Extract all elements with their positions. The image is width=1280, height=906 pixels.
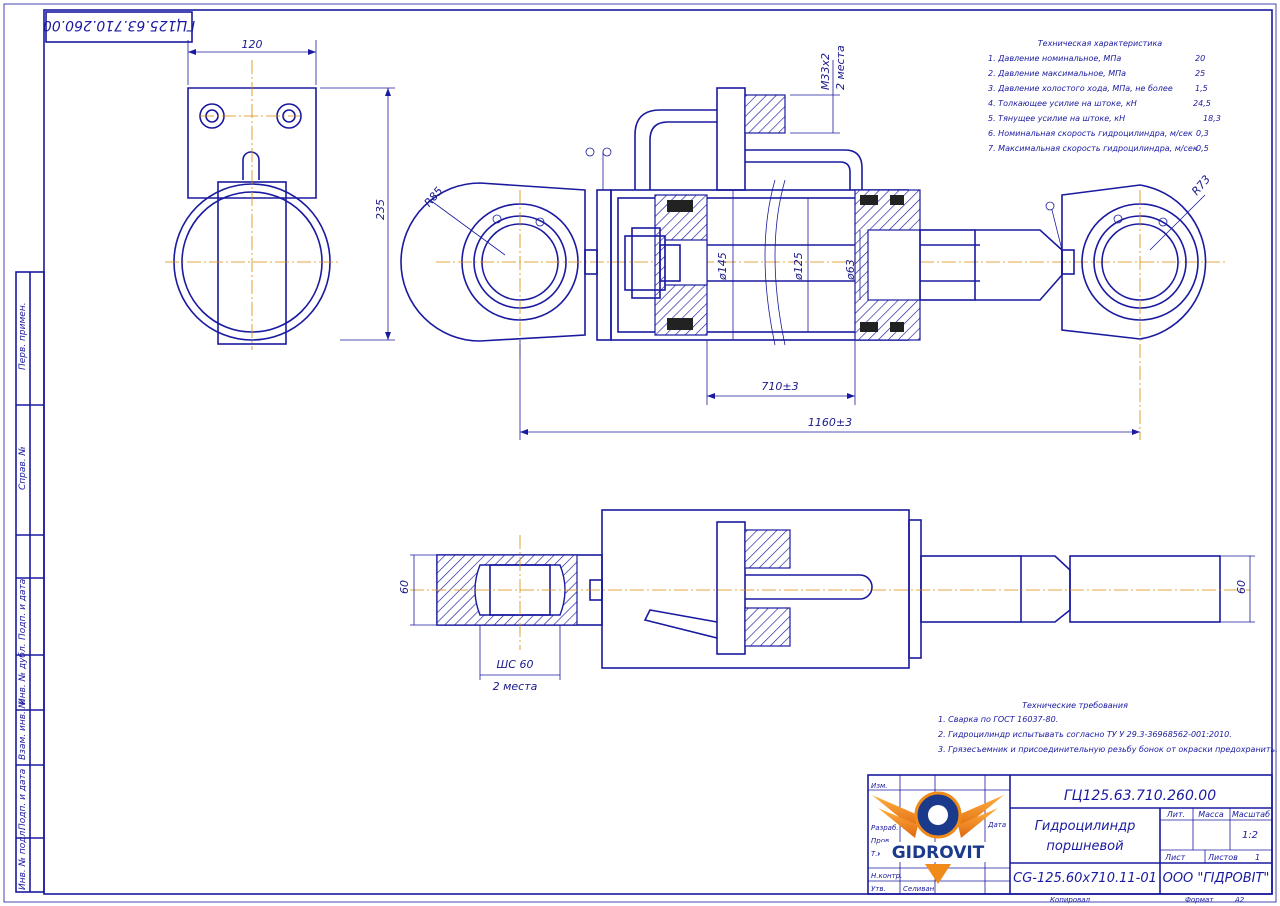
title-block: ГЦ125.63.710.260.00 Гидроцилиндр поршнев…	[867, 774, 1273, 904]
svg-text:1. Сварка по ГОСТ 16037-80.: 1. Сварка по ГОСТ 16037-80.	[938, 715, 1058, 724]
dim-bearing: ШС 60	[497, 658, 534, 671]
svg-text:Формат: Формат	[1185, 896, 1214, 904]
dim-d125: ø125	[792, 252, 805, 281]
svg-text:Утв.: Утв.	[871, 885, 886, 893]
dim-height: 235	[374, 199, 387, 220]
dim-h60-right: 60	[1235, 580, 1248, 594]
svg-text:Изм.: Изм.	[871, 782, 887, 790]
svg-text:1,5: 1,5	[1195, 84, 1208, 93]
svg-text:Разраб.: Разраб.	[871, 824, 899, 832]
dim-thread-note: 2 места	[834, 45, 847, 90]
svg-text:Масса: Масса	[1198, 810, 1224, 819]
svg-text:6. Номинальная скорость гидроц: 6. Номинальная скорость гидроцилиндра, м…	[988, 129, 1193, 138]
dim-stroke: 710±3	[761, 380, 798, 393]
svg-text:1. Давление номинальное, МПа: 1. Давление номинальное, МПа	[988, 54, 1121, 63]
plan-view: 60 60 ШС 60 2 места	[398, 509, 1255, 693]
title-company: ООО "ГІДРОВІТ"	[1163, 871, 1270, 886]
side-label: Подп. и дата	[18, 769, 28, 830]
svg-text:25: 25	[1195, 69, 1205, 78]
svg-text:Масштаб: Масштаб	[1232, 810, 1270, 819]
side-label: Справ. №	[18, 446, 28, 490]
inner-frame	[43, 9, 1273, 895]
svg-text:2. Гидроцилиндр испытывать сог: 2. Гидроцилиндр испытывать согласно ТУ У…	[938, 730, 1232, 739]
dim-d145: ø145	[716, 252, 729, 281]
side-label: Инв. № подл.	[18, 828, 28, 890]
dim-thread: M33x2	[819, 53, 832, 90]
title-scale: 1:2	[1242, 830, 1258, 841]
svg-text:Пров.: Пров.	[871, 837, 891, 845]
tech-characteristics: Техническая характеристика 1. Давление н…	[988, 39, 1221, 153]
dim-r73: R73	[1189, 173, 1213, 198]
side-label: Подп. и дата	[18, 579, 28, 640]
side-label: Взам. инв. №	[18, 699, 28, 760]
svg-text:20: 20	[1195, 54, 1205, 63]
dim-length: 1160±3	[808, 416, 852, 429]
svg-text:3. Грязесъемник и присоедините: 3. Грязесъемник и присоединительную резь…	[938, 745, 1278, 754]
svg-text:24,5: 24,5	[1193, 99, 1211, 108]
tech-requirements: Технические требования 1. Сварка по ГОСТ…	[938, 701, 1278, 754]
dim-d63: ø63	[844, 259, 857, 281]
svg-text:ГЦ125.63.710.260.00: ГЦ125.63.710.260.00	[43, 17, 195, 33]
svg-text:7. Максимальная скорость гидро: 7. Максимальная скорость гидроцилиндра, …	[988, 144, 1198, 153]
section-view: R85 R73	[400, 45, 1225, 440]
svg-text:Технические требования: Технические требования	[1022, 701, 1128, 710]
svg-text:Селиван: Селиван	[903, 885, 935, 893]
side-table: Перв. примен. Справ. № Подп. и дата Инв.…	[15, 271, 45, 893]
svg-text:Лист: Лист	[1164, 853, 1186, 862]
svg-text:Копировал: Копировал	[1050, 896, 1091, 904]
svg-text:0,5: 0,5	[1196, 144, 1209, 153]
title-model: CG-125.60x710.11-01	[1013, 871, 1157, 886]
svg-text:Техническая характеристика: Техническая характеристика	[1038, 39, 1163, 48]
title-designation: ГЦ125.63.710.260.00	[1064, 788, 1216, 804]
top-stamp: ГЦ125.63.710.260.00	[43, 11, 195, 43]
svg-text:18,3: 18,3	[1203, 114, 1221, 123]
svg-text:2. Давление максимальное, МПа: 2. Давление максимальное, МПа	[988, 69, 1126, 78]
side-view: 120 235	[165, 38, 395, 350]
gidrovit-logo: GIDROVIT	[872, 791, 1004, 884]
dim-bearing-note: 2 места	[493, 680, 538, 693]
svg-text:A2: A2	[1234, 896, 1245, 904]
outer-frame	[3, 3, 1277, 903]
title-name-2: поршневой	[1046, 839, 1123, 854]
svg-text:Н.контр.: Н.контр.	[871, 872, 902, 880]
svg-text:3. Давление холостого хода, МП: 3. Давление холостого хода, МПа, не боле…	[988, 84, 1173, 93]
logo-text: GIDROVIT	[892, 843, 985, 863]
svg-text:Листов: Листов	[1207, 853, 1238, 862]
svg-text:4. Толкающее усилие на штоке,: 4. Толкающее усилие на штоке, кН	[988, 99, 1137, 108]
side-label: Инв. № дубл.	[18, 643, 28, 705]
svg-text:Дата: Дата	[987, 821, 1006, 829]
title-name: Гидроцилиндр	[1035, 819, 1136, 834]
dim-h60-left: 60	[398, 580, 411, 594]
dim-width: 120	[242, 38, 263, 51]
svg-text:1: 1	[1255, 853, 1260, 862]
svg-text:Лит.: Лит.	[1166, 810, 1185, 819]
svg-text:5. Тянущее усилие на штоке, кН: 5. Тянущее усилие на штоке, кН	[988, 114, 1125, 123]
svg-text:0,3: 0,3	[1196, 129, 1209, 138]
side-label: Перв. примен.	[18, 302, 28, 370]
